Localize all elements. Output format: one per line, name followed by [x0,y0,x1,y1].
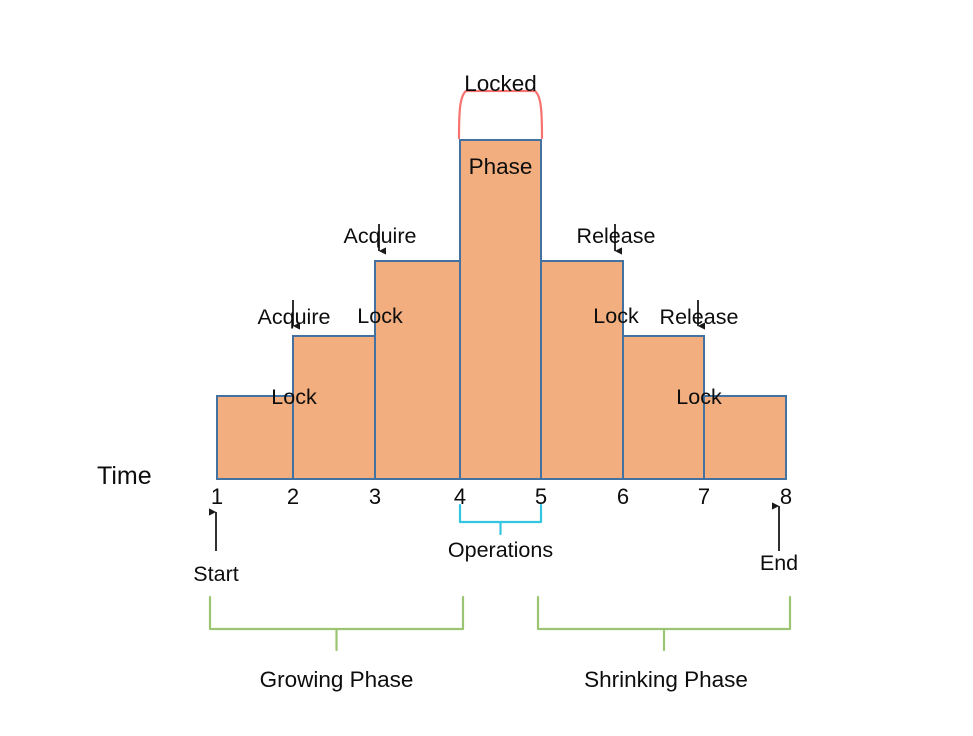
tick-label-1: 1 [210,484,224,509]
acquire-lock-1-label: Acquire Lock [248,251,340,464]
shrinking-phase-bracket [536,595,792,652]
shrinking-phase-label: Shrinking Phase [584,667,748,692]
bar-6 [622,335,705,480]
tick-label-4: 4 [453,484,467,509]
acquire-lock-1-line1: Acquire [257,305,331,330]
release-lock-1-label: Release Lock [570,170,662,383]
tick-label-6: 6 [616,484,630,509]
tick-label-7: 7 [697,484,711,509]
tick-label-3: 3 [368,484,382,509]
bar-4 [459,139,542,480]
bar-1 [216,395,294,480]
tick-label-5: 5 [534,484,548,509]
release-lock-2-line2: Lock [676,385,722,410]
annotation-arrows [292,224,706,330]
bar-series [216,139,787,480]
release-lock-2-line1: Release [659,305,739,330]
acquire-lock-2-line1: Acquire [343,224,417,249]
release-lock-1-line1: Release [576,224,656,249]
locked-phase-label-line2: Phase [468,154,533,180]
end-label: End [759,551,799,575]
acquire-lock-2-label: Acquire Lock [334,170,426,383]
bar-3 [374,260,461,480]
operations-bracket [458,503,543,536]
locked-phase-label: Locked Phase [458,14,543,237]
release-lock-2-label: Release Lock [653,251,745,464]
tick-label-8: 8 [779,484,793,509]
time-axis-label: Time [97,462,152,490]
growing-phase-label: Growing Phase [259,667,414,692]
tick-label-2: 2 [286,484,300,509]
bar-7 [703,395,787,480]
locked-phase-label-line1: Locked [464,70,537,96]
start-label: Start [193,562,239,586]
operations-label: Operations [447,538,554,562]
growing-phase-bracket [208,595,465,652]
acquire-lock-2-line2: Lock [357,304,403,329]
acquire-lock-1-line2: Lock [271,385,317,410]
bar-2 [292,335,376,480]
bar-5 [540,260,624,480]
locked-phase-bracket [457,89,544,140]
release-lock-1-line2: Lock [593,304,639,329]
start-end-arrows [208,502,780,551]
